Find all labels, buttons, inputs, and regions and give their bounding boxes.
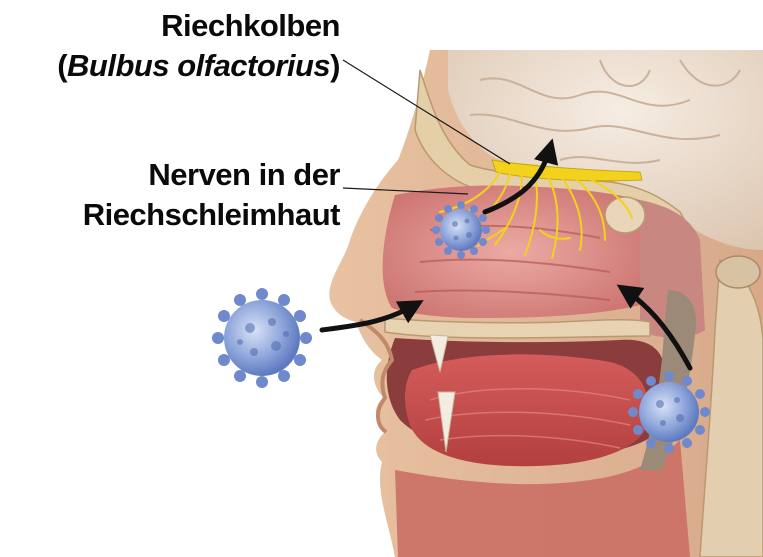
- latin-term: Bulbus olfactorius: [67, 48, 330, 83]
- label-olfactory-bulb: Riechkolben (Bulbus olfactorius): [57, 6, 340, 86]
- paren-open: (: [57, 48, 67, 83]
- ear-canal: [716, 256, 760, 288]
- label-olfactory-bulb-name: Riechkolben: [57, 6, 340, 46]
- label-olfactory-bulb-latin: (Bulbus olfactorius): [57, 46, 340, 86]
- label-nerves-line-2: Riechschleimhaut: [83, 195, 340, 235]
- paren-close: ): [330, 48, 340, 83]
- label-nerves-line-1: Nerven in der: [83, 155, 340, 195]
- sphenoid-sinus: [605, 197, 645, 233]
- label-olfactory-mucosa-nerves: Nerven in der Riechschleimhaut: [83, 155, 340, 235]
- virus-particle-icon: [212, 288, 312, 388]
